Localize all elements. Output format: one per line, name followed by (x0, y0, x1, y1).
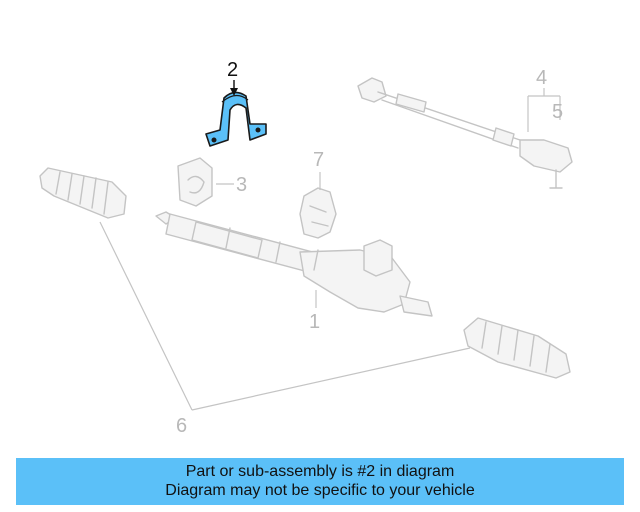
part-6-right-boot (463, 317, 571, 379)
info-banner: Part or sub-assembly is #2 in diagram Di… (16, 458, 624, 505)
banner-line-part: Part or sub-assembly is #2 in diagram (185, 463, 455, 480)
callout-1[interactable]: 1 (309, 311, 320, 333)
banner-line-disclaimer: Diagram may not be specific to your vehi… (165, 482, 475, 499)
part-3-bushing (177, 157, 213, 207)
part-1-steering-rack (155, 211, 433, 317)
part-7-mount (299, 187, 337, 239)
callout-6[interactable]: 6 (176, 415, 187, 437)
callout-3[interactable]: 3 (236, 174, 247, 196)
part-6-left-boot (39, 167, 127, 219)
callout-4[interactable]: 4 (536, 67, 547, 89)
callout-7[interactable]: 7 (313, 149, 324, 171)
part-2-bracket-highlight[interactable] (205, 91, 267, 147)
callout-2[interactable]: 2 (227, 59, 238, 81)
leader-lines (99, 80, 561, 411)
callout-5[interactable]: 5 (552, 101, 563, 123)
tie-rod-assembly (357, 77, 573, 189)
